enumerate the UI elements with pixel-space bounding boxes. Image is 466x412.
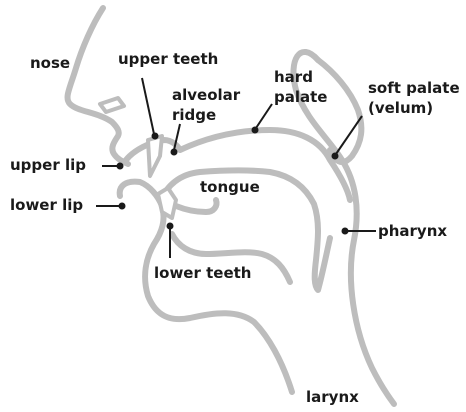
hard-palate-dot xyxy=(252,127,259,134)
label-pharynx: pharynx xyxy=(378,222,447,240)
label-upper-lip: upper lip xyxy=(10,156,86,174)
lower-teeth-shape xyxy=(158,188,176,218)
upper-lip-dot xyxy=(117,163,124,170)
label-upper-teeth: upper teeth xyxy=(118,50,218,68)
alveolar-ridge-dot xyxy=(171,149,178,156)
label-soft-palate-line1: soft palate xyxy=(368,79,460,97)
label-alveolar-ridge-line1: alveolar xyxy=(172,86,241,104)
soft-palate-dot xyxy=(332,153,339,160)
tongue-front-outline xyxy=(176,200,217,212)
face-profile-outline xyxy=(68,8,128,164)
label-nose: nose xyxy=(30,54,70,72)
upper-teeth-leader xyxy=(142,78,154,134)
label-hard-palate-line1: hard xyxy=(274,68,313,86)
labels: nose upper teeth alveolar ridge hard pal… xyxy=(10,50,460,406)
label-soft-palate-line2: (velum) xyxy=(368,99,433,117)
label-tongue: tongue xyxy=(200,178,260,196)
nostril-shape xyxy=(100,98,124,112)
upper-teeth-shape xyxy=(148,136,162,176)
label-alveolar-ridge-line2: ridge xyxy=(172,106,216,124)
velum-back-outline xyxy=(318,60,361,162)
label-lower-teeth: lower teeth xyxy=(154,264,251,282)
upper-teeth-dot xyxy=(152,133,159,140)
label-larynx: larynx xyxy=(306,388,359,406)
lower-lip-dot xyxy=(119,203,126,210)
label-lower-lip: lower lip xyxy=(10,196,83,214)
label-hard-palate-line2: palate xyxy=(274,88,327,106)
hard-palate-leader xyxy=(256,104,272,128)
lower-teeth-dot xyxy=(167,223,174,230)
pharynx-dot xyxy=(342,228,349,235)
